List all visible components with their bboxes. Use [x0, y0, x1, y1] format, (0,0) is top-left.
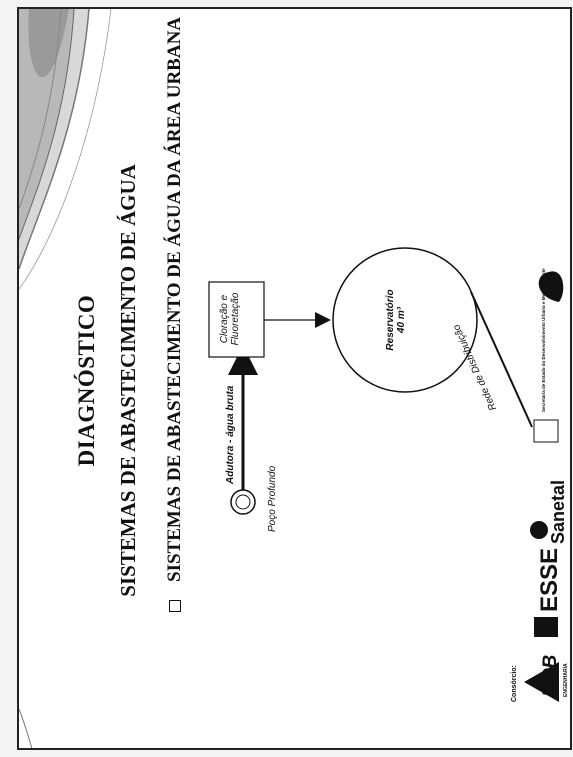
decorative-wave-background [19, 9, 112, 748]
government-logo-icon [533, 419, 559, 443]
esse-mark-icon [534, 617, 558, 637]
mpb-logo-text: MPB [540, 655, 561, 698]
mpb-logo-icon [524, 662, 559, 702]
esse-logo-text: ESSE [536, 548, 563, 612]
reservoir-circle [332, 247, 478, 393]
secretaria-logo-text: Secretaria de Estado do Desenvolvimento … [541, 268, 546, 412]
slide-frame: DIAGNÓSTICO SISTEMAS DE ABASTECIMENTO DE… [17, 7, 572, 750]
sanetal-logo-text: Sanetal [548, 480, 568, 544]
consortium-label: Consórcio: [511, 665, 518, 702]
mpb-subtitle: ENGENHARIA [563, 663, 569, 697]
state-emblem-icon [538, 271, 564, 302]
logo-footer: Consórcio: MPB ENGENHARIA ESSE Sanetal S… [511, 268, 569, 702]
distribution-network-line [470, 291, 533, 428]
water-supply-diagram [208, 247, 533, 515]
flow-arrow-icon [315, 312, 331, 328]
slide-content: DIAGNÓSTICO SISTEMAS DE ABASTECIMENTO DE… [19, 9, 570, 748]
sanetal-mark-icon [530, 521, 548, 539]
